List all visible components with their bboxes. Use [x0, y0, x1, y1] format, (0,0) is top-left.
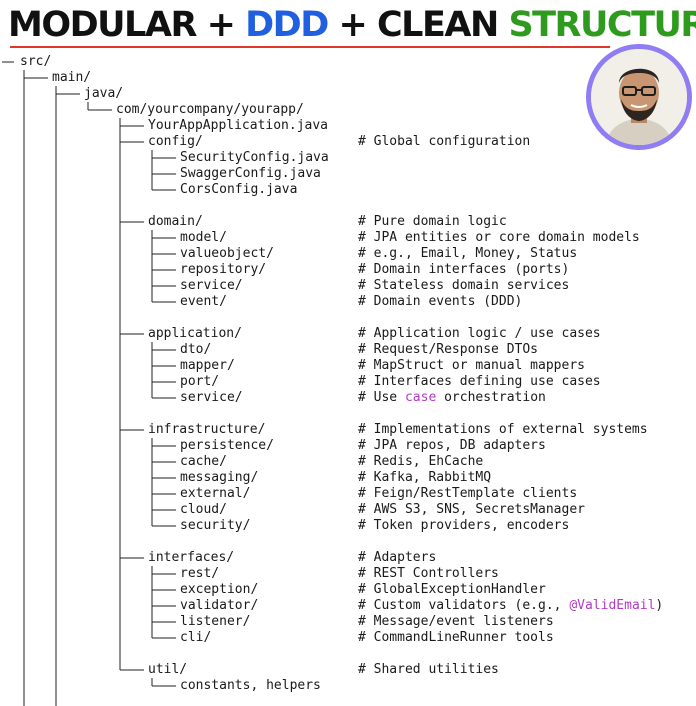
tree-node: model/ — [180, 230, 227, 245]
tree-node: listener/ — [180, 614, 251, 629]
tree-comment: # JPA repos, DB adapters — [358, 438, 546, 453]
tree-comment: # Domain events (DDD) — [358, 294, 523, 309]
tree-comment: # Redis, EhCache — [358, 454, 484, 469]
tree-comment: # Kafka, RabbitMQ — [358, 470, 492, 485]
tree-node: service/ — [180, 278, 243, 293]
tree-file: SecurityConfig.java — [180, 150, 329, 165]
tree-comment: # GlobalExceptionHandler — [358, 582, 546, 597]
tree-comment-config: # Global configuration — [358, 134, 531, 149]
keyword-highlight: @ValidEmail — [569, 598, 656, 613]
keyword-highlight: case — [404, 390, 437, 405]
tree-file: SwaggerConfig.java — [180, 166, 321, 181]
tree-node: persistence/ — [180, 438, 274, 453]
comment-text: # Use — [358, 390, 405, 405]
tree-node: exception/ — [180, 582, 259, 597]
title-part-structure: STRUCTURE — [508, 5, 696, 45]
tree-comment: # Use case orchestration — [358, 390, 546, 406]
tree-comment: # Feign/RestTemplate clients — [358, 486, 578, 501]
page-title: MODULAR + DDD + CLEAN STRUCTURE — [8, 4, 696, 46]
tree-node: security/ — [180, 518, 251, 533]
tree-node: cache/ — [180, 454, 227, 469]
comment-text: # Custom validators (e.g., — [358, 598, 570, 613]
tree-comment: # CommandLineRunner tools — [358, 630, 554, 645]
comment-text: ) — [655, 598, 664, 613]
title-part-modular: MODULAR + — [8, 5, 246, 45]
tree-comment-domain: # Pure domain logic — [358, 214, 507, 229]
title-part-clean: + CLEAN — [327, 5, 509, 45]
tree-node-infrastructure: infrastructure/ — [148, 422, 266, 437]
tree-node-app-file: YourAppApplication.java — [148, 118, 329, 133]
tree-node: cli/ — [180, 630, 212, 645]
tree-node-domain: domain/ — [148, 214, 203, 229]
tree-comment: # e.g., Email, Money, Status — [358, 246, 578, 261]
tree-file: CorsConfig.java — [180, 182, 298, 197]
tree-node-config: config/ — [148, 134, 203, 149]
title-part-ddd: DDD — [245, 5, 329, 45]
tree-node: port/ — [180, 374, 220, 389]
title-underline — [10, 46, 610, 48]
tree-comment: # REST Controllers — [358, 566, 499, 581]
tree-node: repository/ — [180, 262, 267, 277]
tree-comment: # Interfaces defining use cases — [358, 374, 601, 389]
tree-node-interfaces: interfaces/ — [148, 550, 235, 565]
tree-node: service/ — [180, 390, 243, 405]
tree-node-java: java/ — [84, 86, 124, 101]
tree-comment: # JPA entities or core domain models — [358, 230, 640, 245]
tree-comment-application: # Application logic / use cases — [358, 326, 601, 341]
tree-comment: # Request/Response DTOs — [358, 342, 539, 357]
tree-comment: # Message/event listeners — [358, 614, 554, 629]
person-portrait-icon — [591, 49, 687, 145]
tree-node: rest/ — [180, 566, 220, 581]
tree-comment-infrastructure: # Implementations of external systems — [358, 422, 648, 437]
tree-comment: # MapStruct or manual mappers — [358, 358, 585, 373]
tree-comment: # Domain interfaces (ports) — [358, 262, 570, 277]
tree-node-util: util/ — [148, 662, 188, 677]
tree-node: constants, helpers — [180, 678, 321, 693]
tree-comment-interfaces: # Adapters — [358, 550, 437, 565]
tree-node: external/ — [180, 486, 251, 501]
tree-node-src: src/ — [20, 54, 52, 69]
tree-comment: # Stateless domain services — [358, 278, 570, 293]
author-avatar — [586, 44, 692, 150]
tree-comment-util: # Shared utilities — [358, 662, 499, 677]
tree-comment: # AWS S3, SNS, SecretsManager — [358, 502, 585, 517]
tree-node: event/ — [180, 294, 227, 309]
tree-node: dto/ — [180, 342, 212, 357]
tree-node: messaging/ — [180, 470, 259, 485]
tree-node-package: com/yourcompany/yourapp/ — [116, 102, 304, 117]
tree-node: validator/ — [180, 598, 259, 613]
comment-text: orchestration — [436, 390, 546, 405]
tree-node: mapper/ — [180, 358, 235, 373]
tree-comment: # Token providers, encoders — [358, 518, 570, 533]
tree-comment: # Custom validators (e.g., @ValidEmail) — [358, 598, 663, 614]
tree-node-main: main/ — [52, 70, 92, 85]
tree-node-application: application/ — [148, 326, 242, 341]
tree-node: valueobject/ — [180, 246, 274, 261]
tree-node: cloud/ — [180, 502, 227, 517]
